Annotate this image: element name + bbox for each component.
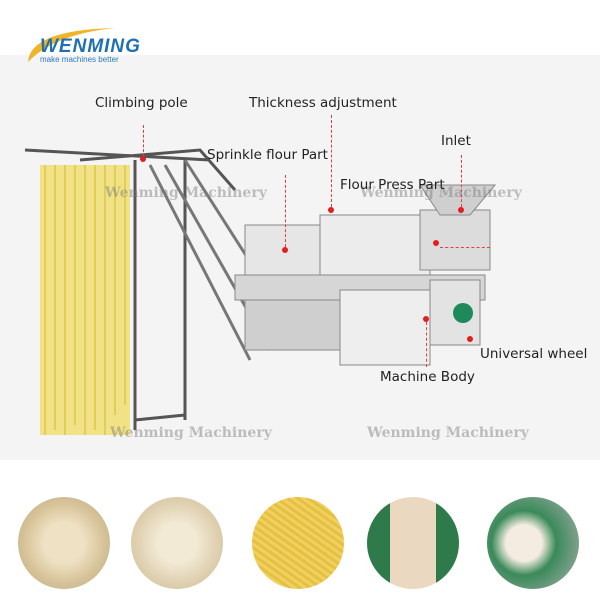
- watermark: Wenming Machinery: [105, 185, 267, 201]
- thumbnail-yellow-noodles[interactable]: [252, 497, 344, 589]
- hanging-noodles: [40, 165, 130, 435]
- marker-dot: [467, 336, 473, 342]
- marker-dot: [328, 207, 334, 213]
- thumbnail-hand-pulled-noodles[interactable]: [487, 497, 579, 589]
- logo-tagline: make machines better: [40, 55, 119, 64]
- label-climbing-pole: Climbing pole: [95, 95, 188, 111]
- label-flour-press-part: Flour Press Part: [340, 177, 445, 193]
- leader-line: [461, 155, 462, 207]
- watermark: Wenming Machinery: [110, 425, 272, 441]
- marker-dot: [423, 316, 429, 322]
- logo-text: WENMING: [40, 36, 141, 57]
- label-inlet: Inlet: [441, 133, 471, 149]
- thumbnail-flat-noodles[interactable]: [131, 497, 223, 589]
- leader-line: [440, 247, 490, 248]
- noodle-machine-illustration: [24, 148, 497, 435]
- marker-dot: [282, 247, 288, 253]
- label-machine-body: Machine Body: [380, 369, 475, 385]
- thumbnail-hanging-noodles[interactable]: [367, 497, 459, 589]
- leader-line: [331, 115, 332, 207]
- marker-dot: [140, 156, 146, 162]
- leader-line: [285, 175, 286, 247]
- label-sprinkle-flour-part: Sprinkle flour Part: [207, 147, 328, 163]
- marker-dot: [458, 207, 464, 213]
- watermark: Wenming Machinery: [360, 185, 522, 201]
- leader-line: [143, 125, 144, 157]
- leader-line: [426, 322, 427, 367]
- marker-dot: [433, 240, 439, 246]
- machine-body: [234, 184, 497, 366]
- watermark: Wenming Machinery: [367, 425, 529, 441]
- label-thickness-adjustment: Thickness adjustment: [249, 95, 397, 111]
- logo-swoosh-icon: [28, 28, 115, 62]
- label-universal-wheel: Universal wheel: [480, 346, 588, 362]
- thumbnail-wide-noodles[interactable]: [18, 497, 110, 589]
